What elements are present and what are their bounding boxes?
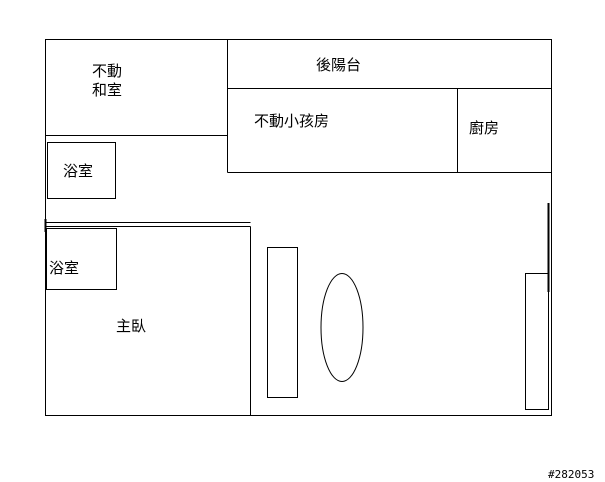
bathroom-master-box [46,228,117,290]
bathroom-upper-box [47,142,116,199]
sofa-left [267,247,298,398]
tv-cabinet [525,273,549,410]
bathroom-upper-label: 浴室 [63,162,93,180]
kids-room-label: 不動小孩房 [254,112,329,130]
master-bedroom-label: 主臥 [116,317,146,335]
watermark-id: #282053 [548,468,594,481]
tatami-room-label-line2: 和室 [92,81,122,99]
tatami-room-label-line1: 不動 [92,62,122,80]
coffee-table [320,273,364,382]
bathroom-master-label: 浴室 [49,259,79,277]
kitchen-label: 廚房 [469,119,499,137]
rear-balcony-label: 後陽台 [316,56,361,74]
